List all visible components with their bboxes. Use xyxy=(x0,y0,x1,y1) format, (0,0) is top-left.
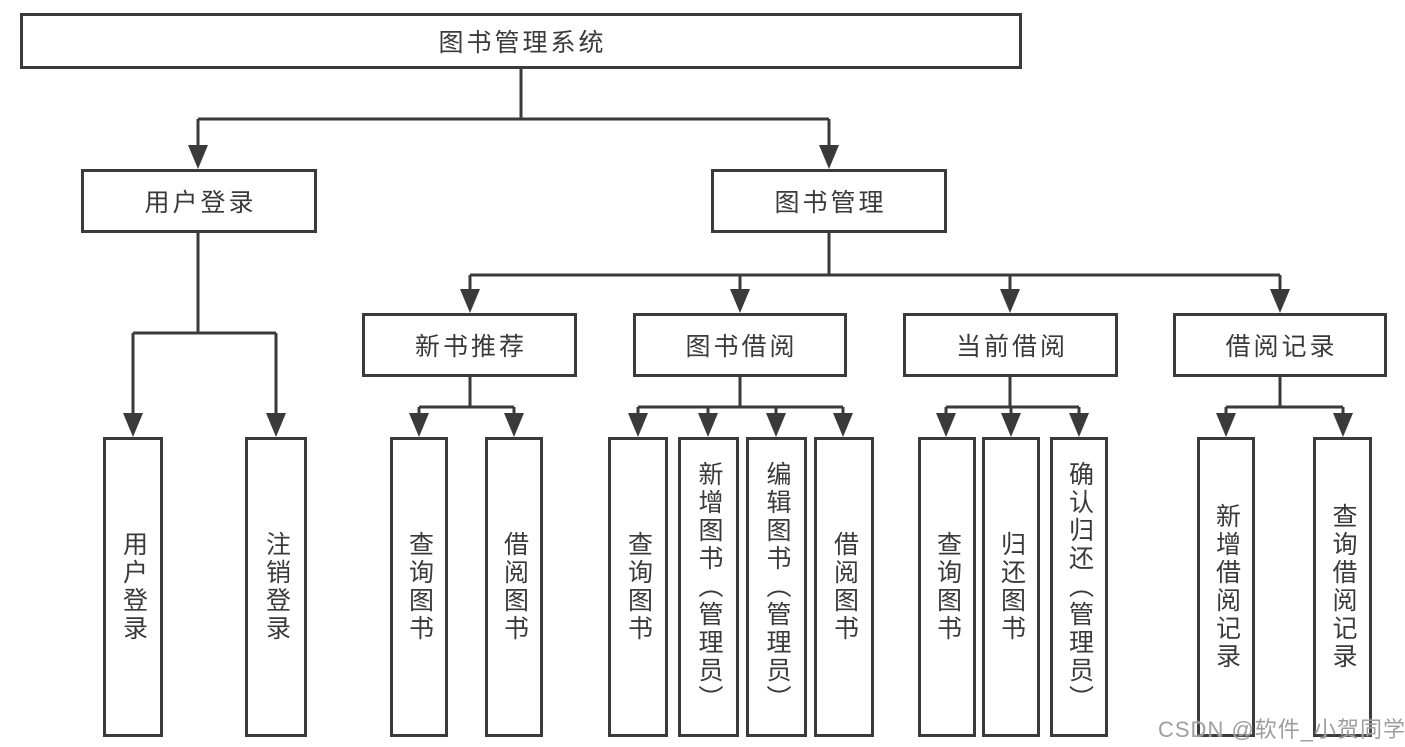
node-borrow-books: 借阅图书 xyxy=(485,437,543,737)
node-borrow-records: 借阅记录 xyxy=(1173,313,1387,377)
node-confirm-return-admin: 确认归还（管理员） xyxy=(1050,437,1108,737)
node-label: 编辑图书（管理员） xyxy=(763,461,791,713)
node-book-borrowing: 图书借阅 xyxy=(633,313,847,377)
node-label: 借阅记录 xyxy=(1225,333,1338,361)
node-logout: 注销登录 xyxy=(245,437,307,737)
node-label: 借阅图书 xyxy=(500,531,529,643)
node-user-login: 用户登录 xyxy=(81,169,317,233)
node-label: 查询图书 xyxy=(405,531,434,643)
node-label: 注销登录 xyxy=(262,531,291,643)
node-current-borrowing: 当前借阅 xyxy=(903,313,1118,377)
node-label: 图书借阅 xyxy=(685,333,798,361)
node-user-login-action: 用户登录 xyxy=(103,437,163,737)
arrowheads xyxy=(123,145,1353,437)
node-label: 当前借阅 xyxy=(955,333,1068,361)
node-library-management-system: 图书管理系统 xyxy=(20,13,1022,69)
node-new-book-recommend: 新书推荐 xyxy=(362,313,577,377)
node-label: 用户登录 xyxy=(119,531,148,643)
node-return-books: 归还图书 xyxy=(982,437,1040,737)
node-label: 查询图书 xyxy=(624,531,653,643)
node-query-books: 查询图书 xyxy=(918,437,976,737)
node-label: 新书推荐 xyxy=(414,333,527,361)
node-label: 确认归还（管理员） xyxy=(1065,461,1094,713)
node-label: 查询借阅记录 xyxy=(1329,503,1357,671)
csdn-watermark: CSDN @软件_小贺同学 xyxy=(1158,717,1405,742)
node-label: 归还图书 xyxy=(997,531,1026,643)
node-query-books: 查询图书 xyxy=(390,437,448,737)
node-query-books: 查询图书 xyxy=(608,437,668,737)
node-add-books-admin: 新增图书（管理员） xyxy=(678,437,739,737)
node-query-borrow-record: 查询借阅记录 xyxy=(1313,437,1372,737)
node-label: 查询图书 xyxy=(933,531,962,643)
node-label: 用户登录 xyxy=(144,189,257,217)
node-edit-books-admin: 编辑图书（管理员） xyxy=(746,437,807,737)
node-borrow-books: 借阅图书 xyxy=(814,437,874,737)
node-add-borrow-record: 新增借阅记录 xyxy=(1197,437,1255,737)
node-label: 图书管理 xyxy=(774,189,887,217)
node-label: 借阅图书 xyxy=(830,531,859,643)
node-book-management: 图书管理 xyxy=(711,169,947,233)
node-label: 新增图书（管理员） xyxy=(695,461,723,713)
node-label: 图书管理系统 xyxy=(438,29,607,57)
node-label: 新增借阅记录 xyxy=(1212,503,1241,671)
